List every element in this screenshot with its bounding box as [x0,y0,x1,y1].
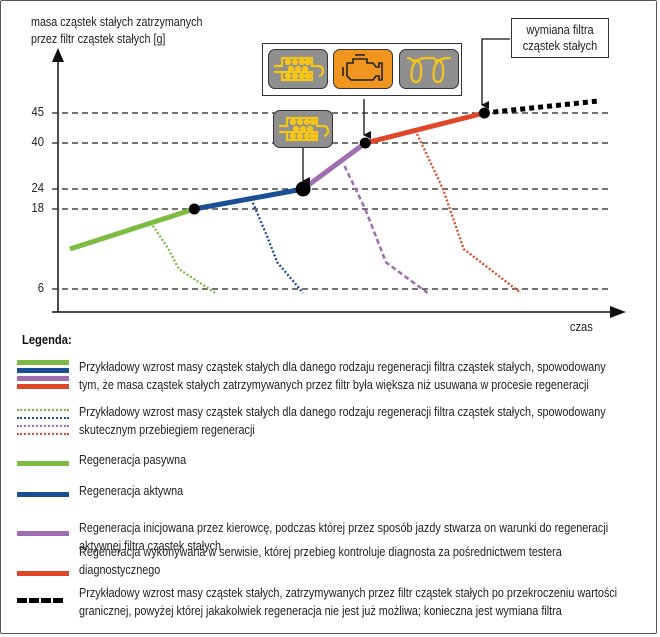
data-point-marker [295,181,311,197]
series-line-8 [416,133,522,294]
swatch-purple [17,376,69,381]
legend-line: skutecznym przebiegiem regeneracji [79,423,255,437]
gridlines [52,112,610,290]
warning-icons-group [262,43,462,96]
callout-line: wymiana filtra [526,23,594,37]
swatch-blue [17,492,69,497]
legend-line: Przykładowy wzrost masy cząstek stałych … [79,360,606,374]
swatch-red-dotted [17,433,69,435]
legend-line: granicznej, powyżej której jakakolwiek r… [79,604,562,618]
swatch-red [17,571,69,576]
filter-replacement-callout: wymiana filtra cząstek stałych [511,18,609,58]
y-axis-label-line: masa cząstek stałych zatrzymanych [31,15,203,29]
swatch-blue [17,368,69,373]
y-axis-label: masa cząstek stałych zatrzymanych przez … [31,14,202,48]
swatch-green-dotted [17,409,69,411]
swatch-green [17,461,69,466]
legend-text: Przykładowy wzrost masy cząstek stałych … [79,358,660,394]
series-line-4 [484,98,599,116]
legend-line: Regeneracja pasywna [79,453,187,467]
legend-text: Regeneracja aktywna [79,482,660,500]
series-line-2 [301,140,367,192]
legend-line: Przykładowy wzrost masy cząstek stałych … [79,405,606,419]
y-axis-arrow [52,48,64,62]
legend-text: Regeneracja pasywna [79,451,660,469]
swatch-blue-dotted [17,417,69,419]
y-tick-label: 18 [31,200,44,215]
dpf-filter-icon-single [273,110,333,148]
data-point-marker [359,137,371,149]
legend-line: tym, że masa cząstek stałych zatrzymywan… [79,378,589,392]
axes [52,48,626,318]
legend-line: Regeneracja aktywna [79,484,184,498]
arrow-to-filter-replacement [481,38,510,109]
series-line-3 [364,110,486,146]
legend-line: diagnostycznego [79,563,161,577]
swatch-purple [17,531,69,536]
series-line-1 [193,186,304,212]
swatch-purple-dotted [17,425,69,427]
chart-plot [52,38,626,318]
legend-text: Przykładowy wzrost masy cząstek stałych … [79,403,660,439]
series-line-6 [250,198,304,294]
swatch-black-dotted [17,598,63,603]
series-line-0 [69,206,196,252]
series-line-5 [151,225,216,294]
legend-line: Regeneracja inicjowana przez kierowcę, p… [79,521,609,535]
annotation-arrows [302,38,510,185]
x-axis-arrow [610,306,626,318]
y-tick-label: 24 [31,180,44,195]
engine-check-icon [333,49,393,89]
series-line-7 [343,165,429,294]
glow-plug-icon [399,49,459,89]
legend-line: aktywnej filtra cząstek stałych [79,539,222,553]
legend-line: Regeneracja wykonywana w serwisie, które… [79,545,562,559]
legend-text: Regeneracja wykonywana w serwisie, które… [79,543,660,579]
swatch-red [17,384,69,389]
legend-text: Przykładowy wzrost masy cząstek stałych,… [79,584,660,620]
data-point-marker [188,203,200,215]
legend-text: Regeneracja inicjowana przez kierowcę, p… [79,519,660,555]
dpf-filter-icon [268,49,328,89]
data-point-marker [478,107,490,119]
y-tick-label: 40 [31,134,44,149]
x-axis-label: czas [569,319,593,334]
y-tick-label: 45 [31,104,44,119]
legend-line: Przykładowy wzrost masy cząstek stałych,… [79,586,618,600]
y-axis-label-line: przez filtr cząstek stałych [g] [31,32,166,46]
y-tick-label: 6 [37,280,44,295]
callout-line: cząstek stałych [522,39,598,53]
swatch-green [17,360,69,365]
legend-title: Legenda: [22,332,72,347]
